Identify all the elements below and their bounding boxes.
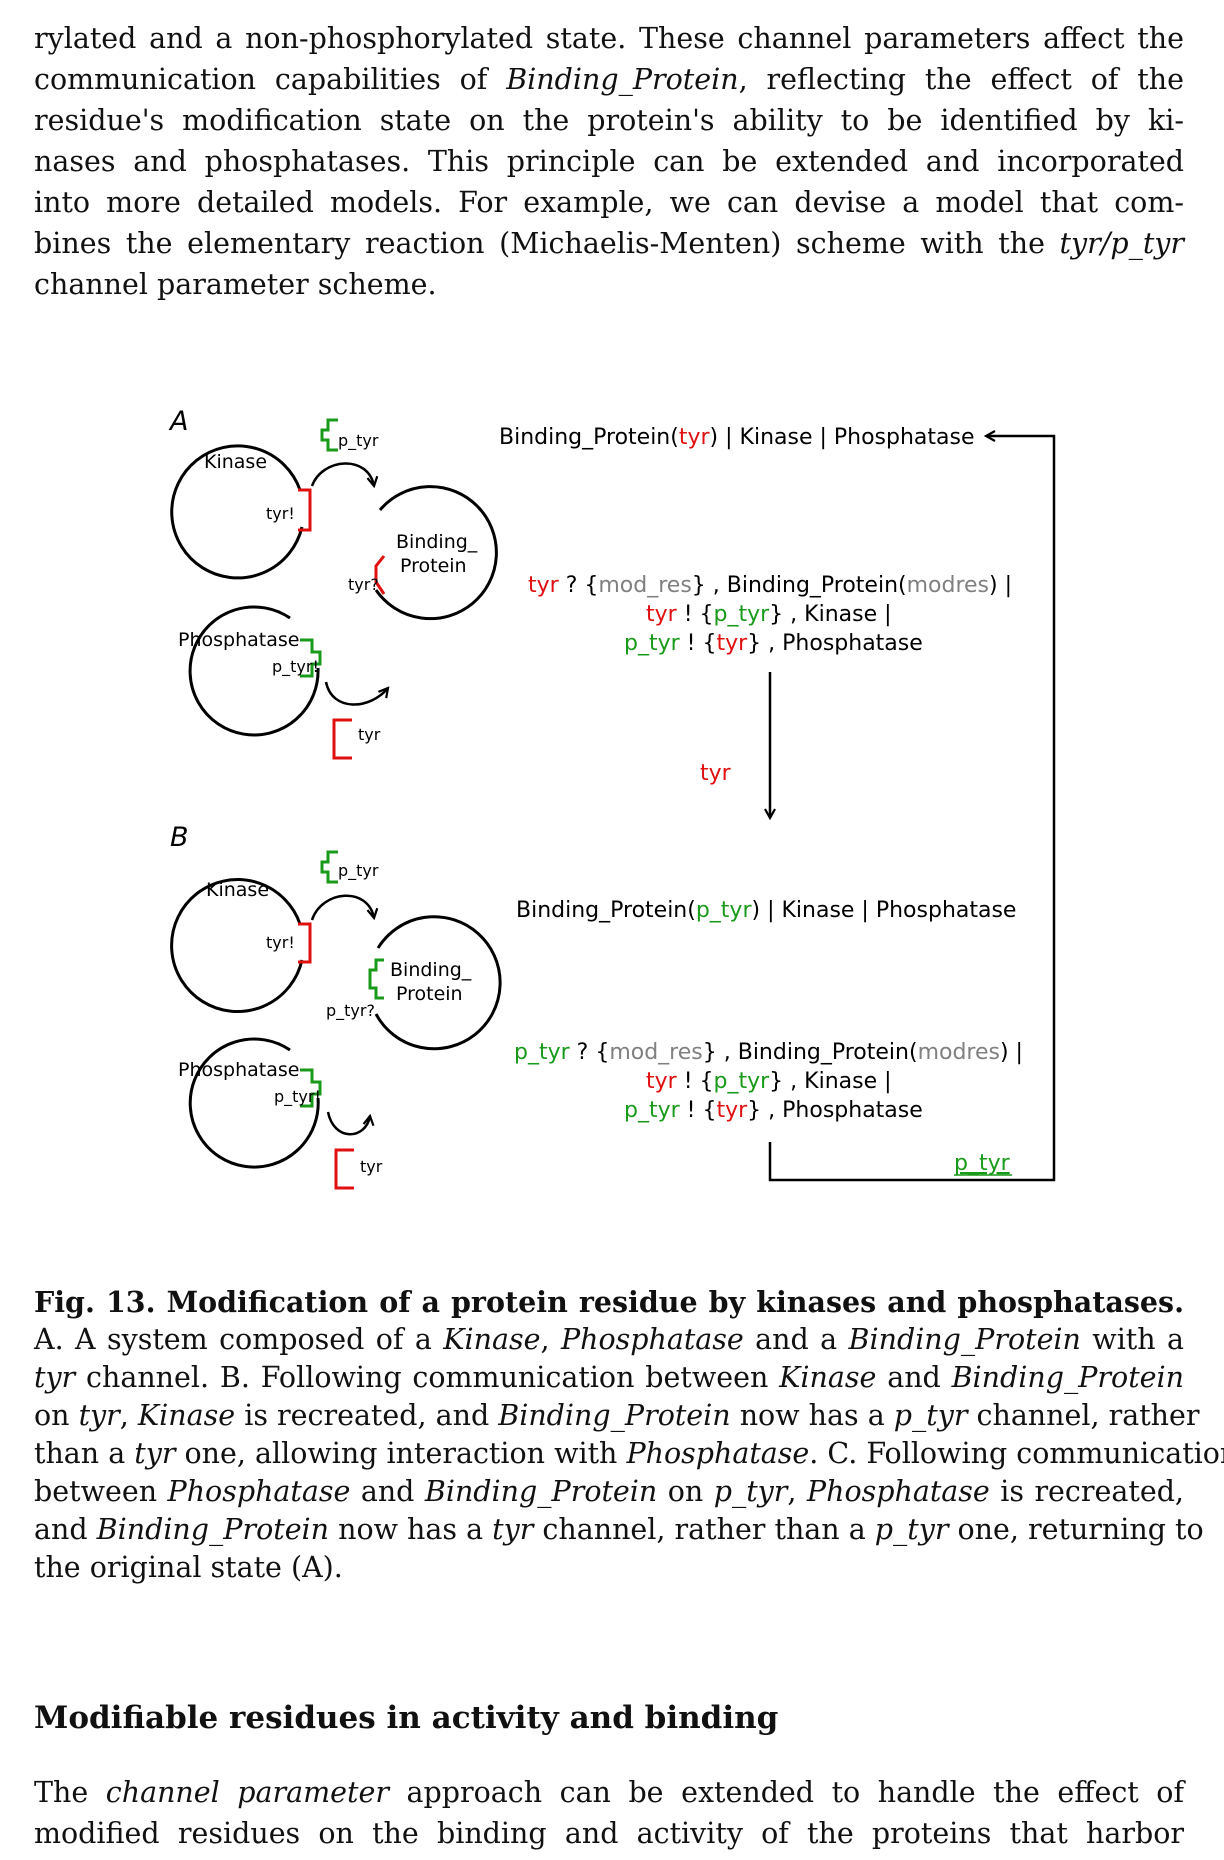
figure-caption: Fig. 13. Modification of a protein resid… bbox=[34, 1283, 1224, 1587]
tyr-free-label: tyr bbox=[360, 1157, 383, 1176]
text-line: and Binding_Protein now has a tyr channe… bbox=[34, 1513, 1204, 1546]
return-loop-arrow bbox=[768, 436, 1056, 1182]
section-heading: Modifiable residues in activity and bind… bbox=[34, 1700, 779, 1736]
text-line: modified residues on the binding and act… bbox=[34, 1817, 1184, 1850]
tyr-free-label: tyr bbox=[358, 725, 381, 744]
figure-13-diagram: A Kinase tyr! p_tyr Binding_ Protein tyr… bbox=[168, 406, 1056, 1190]
text-line: nases and phosphatases. This principle c… bbox=[34, 145, 1184, 178]
binding-protein-label-2: Protein bbox=[400, 555, 467, 577]
text-line: on tyr, Kinase is recreated, and Binding… bbox=[34, 1399, 1200, 1432]
rule-2-line-1: p_tyr ? {mod_res} , Binding_Protein(modr… bbox=[514, 1040, 1023, 1065]
rule-2-line-3: p_tyr ! {tyr} , Phosphatase bbox=[624, 1098, 923, 1123]
binding-protein-label-2: Protein bbox=[396, 983, 463, 1005]
ptyr-site-free bbox=[320, 850, 338, 884]
body-paragraph: The channel parameter approach can be ex… bbox=[34, 1772, 1184, 1854]
kinase-label: Kinase bbox=[206, 879, 269, 901]
ptyr-in-site bbox=[368, 958, 384, 1000]
text-line: than a tyr one, allowing interaction wit… bbox=[34, 1437, 1224, 1470]
binding-protein-circle bbox=[374, 485, 498, 621]
text-line: channel parameter scheme. bbox=[34, 268, 437, 301]
binding-protein-circle bbox=[374, 915, 502, 1051]
kinase-release-arrow bbox=[310, 894, 374, 921]
tyr-site-free bbox=[332, 718, 352, 760]
phosphatase-circle bbox=[188, 1037, 320, 1169]
ptyr-out-site bbox=[300, 1068, 322, 1108]
binding-protein-label-1: Binding_ bbox=[396, 531, 478, 553]
rule-1-line-1: tyr ? {mod_res} , Binding_Protein(modres… bbox=[528, 573, 1012, 598]
tyr-out-label: tyr! bbox=[266, 504, 295, 523]
ptyr-out-label: p_tyr! bbox=[274, 1087, 321, 1107]
text-line: bines the elementary reaction (Michaelis… bbox=[34, 227, 1184, 260]
panel-a-label: A bbox=[168, 406, 188, 437]
text-line: A. A system composed of a Kinase, Phosph… bbox=[34, 1323, 1184, 1356]
phosphatase-label: Phosphatase bbox=[178, 1059, 299, 1081]
panel-b-label: B bbox=[170, 822, 189, 853]
tyr-out-site bbox=[298, 922, 312, 964]
phosphatase-release-arrow bbox=[326, 1111, 370, 1136]
state-1-expression: Binding_Protein(tyr) | Kinase | Phosphat… bbox=[499, 425, 975, 450]
state-2-expression: Binding_Protein(p_tyr) | Kinase | Phosph… bbox=[516, 898, 1016, 923]
kinase-release-arrow bbox=[310, 462, 374, 486]
phosphatase-label: Phosphatase bbox=[178, 629, 299, 651]
text-line: communication capabilities of Binding_Pr… bbox=[34, 63, 1184, 96]
transition-label-tyr: tyr bbox=[700, 761, 732, 786]
rule-2-line-2: tyr ! {p_tyr} , Kinase | bbox=[646, 1069, 892, 1094]
text-line: The channel parameter approach can be ex… bbox=[34, 1776, 1184, 1809]
caption-title: Fig. 13. Modification of a protein resid… bbox=[34, 1285, 1184, 1319]
ptyr-site-free bbox=[320, 418, 338, 452]
tyr-out-label: tyr! bbox=[266, 933, 295, 952]
ptyr-out-site bbox=[300, 638, 322, 678]
rule-1-line-2: tyr ! {p_tyr} , Kinase | bbox=[646, 602, 892, 627]
ptyr-free-label: p_tyr bbox=[338, 431, 379, 451]
tyr-site-free bbox=[334, 1148, 354, 1190]
rule-1-line-3: p_tyr ! {tyr} , Phosphatase bbox=[624, 631, 923, 656]
tyr-in-site bbox=[374, 555, 386, 595]
kinase-label: Kinase bbox=[204, 451, 267, 473]
text-line: residue's modification state on the prot… bbox=[34, 104, 1184, 137]
text-line: the original state (A). bbox=[34, 1551, 343, 1584]
ptyr-in-label: p_tyr? bbox=[326, 1001, 375, 1021]
binding-protein-label-1: Binding_ bbox=[390, 959, 472, 981]
intro-paragraph: rylated and a non-phosphorylated state. … bbox=[34, 18, 1184, 305]
text-line: between Phosphatase and Binding_Protein … bbox=[34, 1475, 1184, 1508]
text-line: tyr channel. B. Following communication … bbox=[34, 1361, 1184, 1394]
ptyr-out-label: p_tyr! bbox=[272, 657, 319, 677]
tyr-in-label: tyr? bbox=[348, 575, 379, 594]
tyr-out-site bbox=[298, 488, 312, 532]
phosphatase-circle bbox=[188, 605, 320, 737]
phosphatase-release-arrow bbox=[324, 681, 388, 706]
kinase-circle bbox=[170, 878, 304, 1014]
transition-label-ptyr: p_tyr bbox=[954, 1151, 1011, 1176]
kinase-circle bbox=[170, 444, 304, 580]
ptyr-free-label: p_tyr bbox=[338, 861, 379, 881]
text-line: rylated and a non-phosphorylated state. … bbox=[34, 22, 1184, 55]
text-line: into more detailed models. For example, … bbox=[34, 186, 1184, 219]
